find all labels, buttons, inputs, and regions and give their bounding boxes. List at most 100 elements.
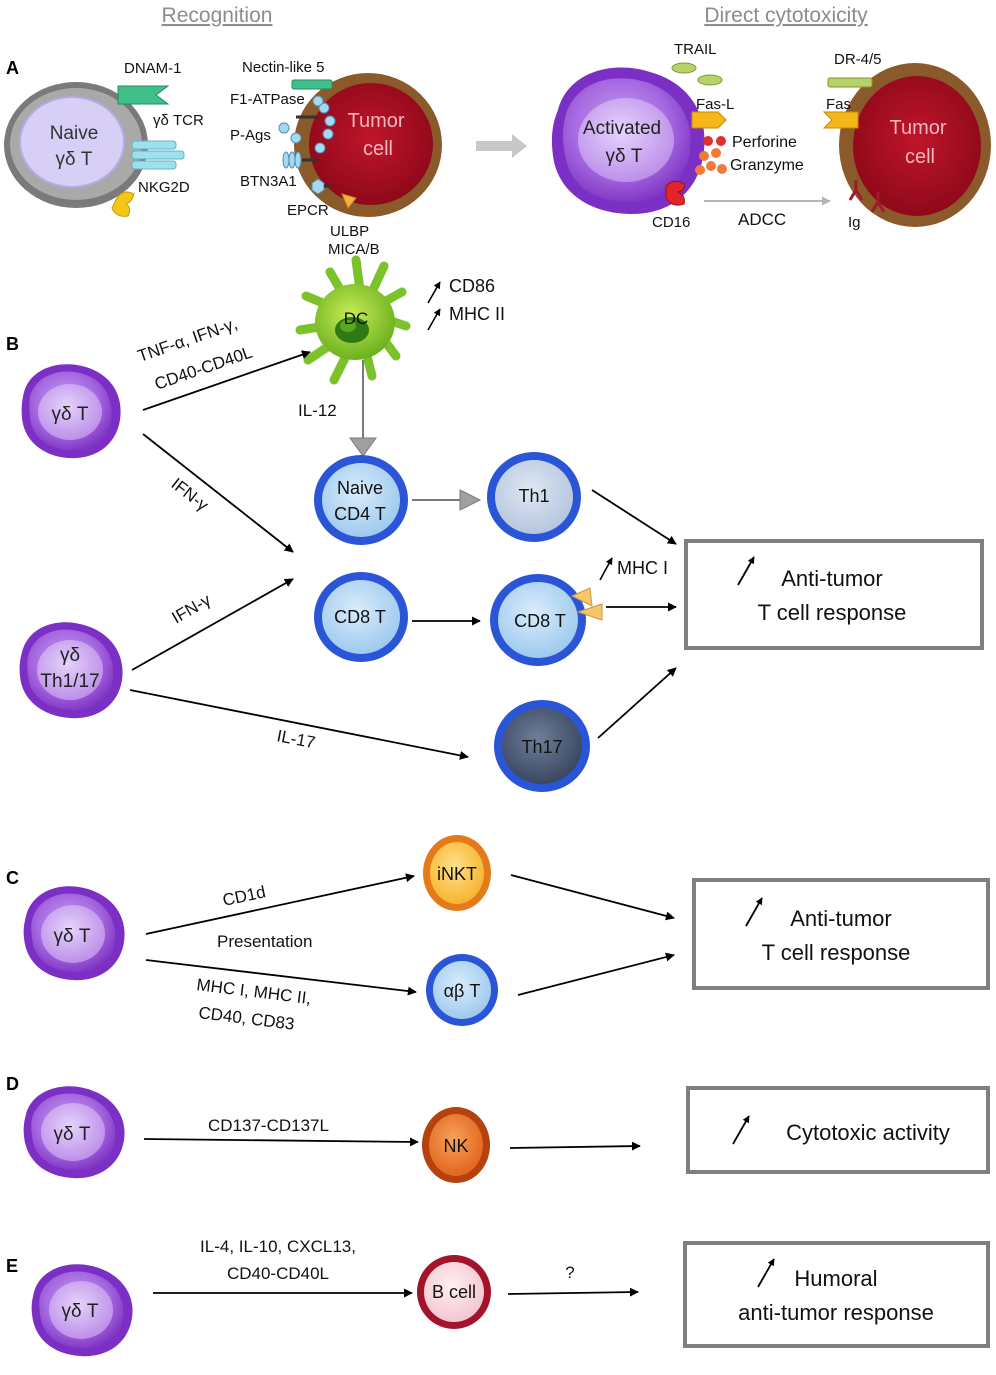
tumor-cell-right xyxy=(839,63,991,227)
granzyme-label: Granzyme xyxy=(730,157,804,174)
btn3a1-molecule xyxy=(282,151,318,169)
mhc-i-molecules xyxy=(570,587,603,621)
tumor-cell-right-label: Tumor xyxy=(889,117,946,139)
ab-t-cell xyxy=(426,954,498,1026)
box-b-up-arrow xyxy=(737,556,755,586)
molecules-label-2: CD40, CD83 xyxy=(198,1003,296,1034)
gdt-ifng-arrow xyxy=(142,433,294,553)
gd-th117-ifng-arrow xyxy=(131,578,294,671)
molecules-label: MHC I, MHC II, xyxy=(196,975,313,1008)
gd-tcr-label: γδ TCR xyxy=(153,112,204,129)
tumor-cell-left xyxy=(294,73,442,217)
nectin-like5-ligand xyxy=(291,79,333,90)
cd137-label: CD137-CD137L xyxy=(208,1116,329,1135)
btn3a1-label: BTN3A1 xyxy=(240,173,297,190)
granzyme-granules xyxy=(695,148,727,175)
perforine-granules xyxy=(703,136,726,146)
naive-gd-t-cell xyxy=(4,82,148,208)
humoral-response-box xyxy=(683,1241,990,1348)
panel-label-b: B xyxy=(6,334,19,354)
th1-label: Th1 xyxy=(518,486,549,506)
gdt-to-dc-arrow xyxy=(142,350,311,411)
activated-cell-label-2: γδ T xyxy=(606,146,643,167)
th1-cell xyxy=(487,452,581,542)
panel-label-d: D xyxy=(6,1074,19,1094)
mhc-i-label: MHC I xyxy=(617,558,668,578)
question-mark-label: ? xyxy=(565,1263,574,1282)
gd-t-cell-e-label: γδ T xyxy=(62,1301,99,1322)
gd-tcr-receptor xyxy=(131,140,185,170)
epcr-molecule xyxy=(311,178,332,195)
ig-label: Ig xyxy=(848,214,861,231)
trail-molecules xyxy=(671,62,723,86)
cytotoxic-activity-box xyxy=(686,1086,990,1174)
th17-cell xyxy=(494,700,590,792)
trail-label: TRAIL xyxy=(674,41,717,58)
dr45-label: DR-4/5 xyxy=(834,51,882,68)
naive-cell-label: Naive xyxy=(50,123,99,144)
dnam1-label: DNAM-1 xyxy=(124,60,182,77)
gdt-to-abt-arrow xyxy=(145,959,417,996)
box-e-up-arrow xyxy=(757,1258,775,1288)
f1-atpase-label: F1-ATPase xyxy=(230,91,305,108)
recognition-header: Recognition xyxy=(162,4,273,27)
fas-label: Fas xyxy=(826,96,851,113)
th1-to-box-arrow xyxy=(591,489,677,545)
gd-th117-label-2: Th1/17 xyxy=(40,671,99,692)
box-e-line1: Humoral xyxy=(794,1266,877,1291)
cd86-label: CD86 xyxy=(449,276,495,296)
nkg2d-receptor xyxy=(111,191,135,217)
panel-label-e: E xyxy=(6,1256,18,1276)
panel-label-c: C xyxy=(6,868,19,888)
th17-to-box-arrow xyxy=(597,667,677,739)
cd8-t-cell-right xyxy=(490,574,586,666)
nk-cell xyxy=(422,1107,490,1183)
naive-cd4-to-th1-arrow xyxy=(412,489,482,511)
b-cell xyxy=(417,1255,491,1329)
panel-label-a: A xyxy=(6,58,19,78)
perforine-label: Perforine xyxy=(732,134,797,151)
bcell-signal-label: IL-4, IL-10, CXCL13, xyxy=(200,1237,356,1256)
tumor-cell-label-2: cell xyxy=(363,138,393,160)
naive-cd4-t-cell xyxy=(314,455,408,545)
activated-gd-t-cell xyxy=(551,67,705,215)
ig-molecules xyxy=(848,180,886,213)
dnam1-receptor xyxy=(117,85,170,105)
nk-to-box-arrow xyxy=(509,1141,641,1151)
gd-t-cell-b xyxy=(21,364,121,459)
cd8t-right-label: CD8 T xyxy=(514,611,566,631)
th17-label: Th17 xyxy=(521,737,562,757)
nk-label: NK xyxy=(443,1136,468,1156)
box-d-text: Cytotoxic activity xyxy=(786,1120,950,1145)
ulbp-mica-ligand xyxy=(341,193,357,209)
epcr-label: EPCR xyxy=(287,202,329,219)
presentation-label: Presentation xyxy=(217,932,312,951)
gdt-to-inkt-arrow xyxy=(145,873,415,935)
fas-l-label: Fas-L xyxy=(696,96,734,113)
bcell-to-box-arrow xyxy=(507,1287,639,1297)
mhc-i-up-arrow xyxy=(599,557,613,581)
tumor-cell-right-label-2: cell xyxy=(905,146,935,168)
direct-cytotoxicity-header: Direct cytotoxicity xyxy=(704,4,868,27)
cd8t-left-label: CD8 T xyxy=(334,607,386,627)
box-c-up-arrow xyxy=(745,897,763,927)
activated-cell-label: Activated xyxy=(583,118,661,139)
gd-t-cell-e xyxy=(31,1264,133,1357)
abt-to-box-arrow xyxy=(517,952,675,996)
ifng-lower-label: IFN-γ xyxy=(169,590,215,627)
box-c-line2: T cell response xyxy=(762,940,911,965)
box-d-up-arrow xyxy=(732,1115,750,1145)
gd-th117-il17-arrow xyxy=(129,689,469,760)
nectin-like5-label: Nectin-like 5 xyxy=(242,59,325,76)
naive-cell-label-2: γδ T xyxy=(56,149,93,170)
inkt-to-box-arrow xyxy=(510,874,675,921)
gd-th117-label: γδ xyxy=(60,645,80,666)
il12-label: IL-12 xyxy=(298,401,337,420)
cd1d-label: CD1d xyxy=(221,882,267,910)
anti-tumor-response-box-b xyxy=(684,539,984,650)
cd86-up-arrow xyxy=(427,281,441,304)
fas-receptor xyxy=(822,111,859,129)
gd-th117-cell xyxy=(19,622,123,719)
inkt-cell xyxy=(423,835,491,911)
